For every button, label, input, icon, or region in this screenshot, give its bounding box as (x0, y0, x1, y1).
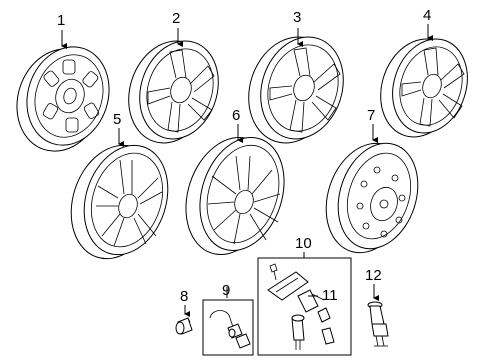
callout-9: 9 (222, 282, 230, 299)
callout-10: 10 (295, 235, 312, 252)
callout-6: 6 (232, 107, 240, 124)
wheel-1 (16, 46, 110, 152)
wheel-2 (128, 40, 219, 144)
callout-11: 11 (322, 287, 338, 304)
callout-4: 4 (423, 7, 431, 24)
callout-3: 3 (293, 9, 301, 26)
wheel-3 (248, 36, 344, 144)
lock-kit-9 (202, 299, 254, 356)
callout-7: 7 (367, 107, 375, 124)
wheel-7 (325, 142, 419, 254)
valve-stem-12 (367, 301, 389, 347)
callout-12: 12 (365, 267, 382, 284)
tpms-sensor-kit-10 (257, 257, 352, 356)
callout-2: 2 (172, 10, 180, 27)
callout-1: 1 (57, 12, 65, 29)
callout-5: 5 (113, 111, 121, 128)
wheel-4 (380, 38, 468, 138)
wheel-6 (185, 136, 285, 256)
wheel-5 (70, 144, 169, 260)
callout-8: 8 (180, 288, 188, 305)
lug-nut-8 (175, 317, 193, 335)
